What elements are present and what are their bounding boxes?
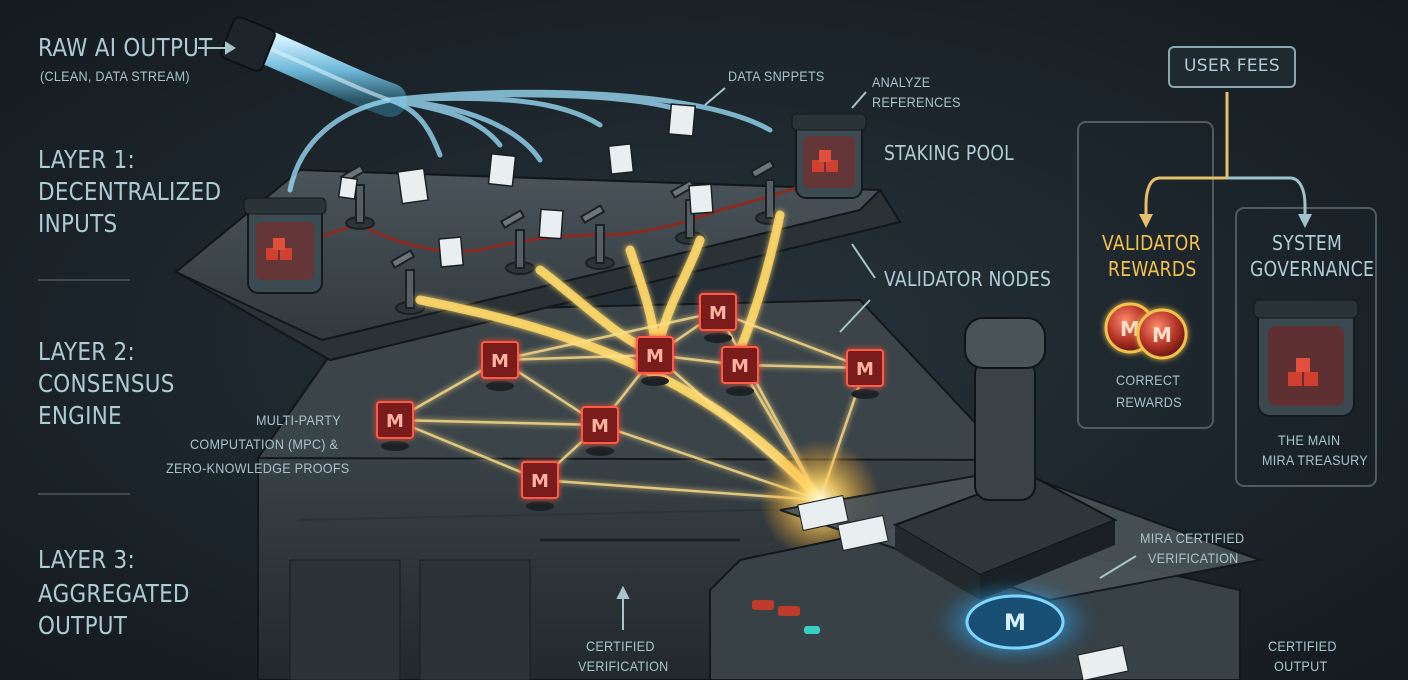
correct-rewards-line1: CORRECT xyxy=(1116,372,1180,388)
mpc-label-line3: ZERO-KNOWLEDGE PROOFS xyxy=(166,460,349,476)
cube-token-letter: M xyxy=(731,356,749,377)
analyze-references-line1: ANALYZE xyxy=(872,74,930,90)
layer-2-number: LAYER 2: xyxy=(38,336,135,368)
certified-verification-line2: VERIFICATION xyxy=(578,658,669,674)
cube-token-letter: M xyxy=(491,351,509,372)
cube-token-letter: M xyxy=(709,303,727,324)
certified-verification-line1: CERTIFIED xyxy=(586,638,655,654)
stamp-token-letter: M xyxy=(1004,611,1026,636)
user-fees-box: USER FEES xyxy=(1168,46,1296,88)
cube-token-letter: M xyxy=(646,346,664,367)
correct-rewards-line2: REWARDS xyxy=(1116,394,1182,410)
certified-output-line1: CERTIFIED xyxy=(1268,638,1337,654)
cube-token-letter: M xyxy=(386,411,404,432)
mira-certified-line2: VERIFICATION xyxy=(1148,550,1239,566)
mira-certified-line1: MIRA CERTIFIED xyxy=(1140,530,1244,546)
analyze-references-line2: REFERENCES xyxy=(872,94,961,110)
mpc-label-line1: MULTI-PARTY xyxy=(256,412,341,428)
source-title: RAW AI OUTPUT xyxy=(38,32,213,64)
source-subtitle: (CLEAN, DATA STREAM) xyxy=(40,68,190,84)
data-snippets-label: DATA SNPPETS xyxy=(728,68,825,84)
layer-3-name-line1: AGGREGATED xyxy=(38,578,190,610)
treasury-vault xyxy=(1254,300,1358,416)
coin-token-letter: M xyxy=(1152,323,1172,347)
treasury-line1: THE MAIN xyxy=(1278,432,1340,448)
system-governance-line2: GOVERNANCE xyxy=(1250,258,1374,281)
layer-1-name-line2: INPUTS xyxy=(38,208,117,240)
layer-3-number: LAYER 3: xyxy=(38,544,135,576)
cube-token-letter: M xyxy=(591,416,609,437)
layer-2-name-line1: CONSENSUS xyxy=(38,368,175,400)
layer-2-name-line2: ENGINE xyxy=(38,400,122,432)
layer-1-name-line1: DECENTRALIZED xyxy=(38,176,221,208)
reward-coins: M M xyxy=(1106,304,1186,358)
staking-pool-canister-left xyxy=(244,198,326,293)
mpc-label-line2: COMPUTATION (MPC) & xyxy=(190,436,338,452)
validator-rewards-line1: VALIDATOR xyxy=(1102,232,1201,255)
cube-token-letter: M xyxy=(531,471,549,492)
certified-output-line2: OUTPUT xyxy=(1274,658,1327,674)
validator-nodes-label: VALIDATOR NODES xyxy=(884,268,1051,291)
staking-pool-label: STAKING POOL xyxy=(884,142,1014,165)
validator-rewards-line2: REWARDS xyxy=(1108,258,1197,281)
layer-3-name-line2: OUTPUT xyxy=(38,610,127,642)
treasury-line2: MIRA TREASURY xyxy=(1262,452,1368,468)
layer-1-number: LAYER 1: xyxy=(38,144,135,176)
system-governance-line1: SYSTEM xyxy=(1272,232,1342,255)
cube-token-letter: M xyxy=(856,359,874,380)
staking-pool-canister-right xyxy=(792,114,866,198)
